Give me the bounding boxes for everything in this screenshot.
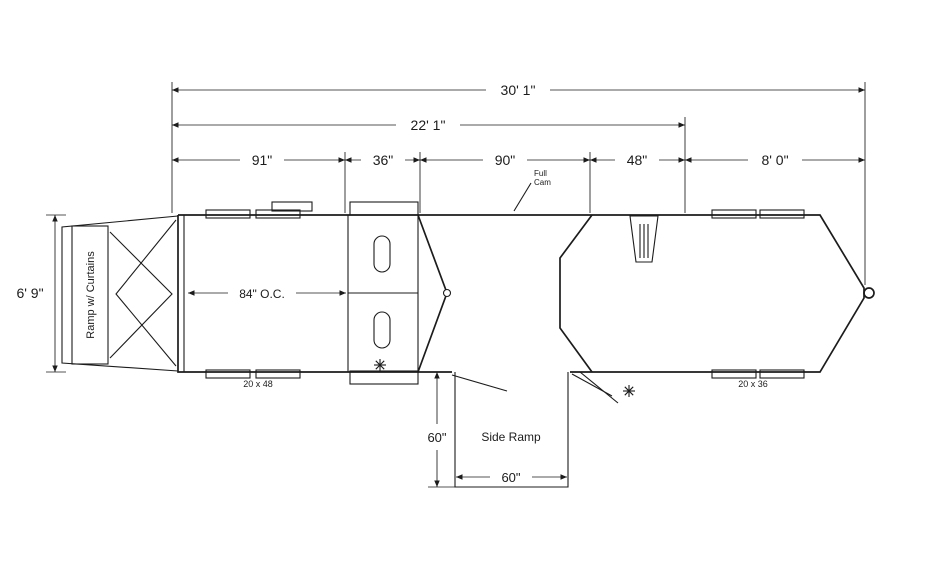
dimension-lines (52, 87, 865, 487)
divider-pivot (442, 288, 452, 298)
front-size-label: 20 x 36 (738, 379, 768, 389)
dim-label-overall-length: 30' 1" (501, 82, 536, 98)
camera-label-line1: Full (534, 169, 547, 178)
stall-front-v-wall (417, 214, 448, 373)
roof-vent (271, 201, 313, 212)
rear-ramp-fold-line (115, 219, 177, 367)
feature-labels: Ramp w/ Curtains Side Ramp Full Cam 20 x… (85, 169, 768, 444)
saddle-rack (629, 215, 659, 263)
dim-label-front: 48" (627, 152, 648, 168)
side-door-swing (451, 374, 508, 392)
dimension-labels: 30' 1" 22' 1" 91" 36" 90" 48" 8' 0" 6' 9… (16, 82, 788, 485)
dome-light-icon (374, 359, 386, 371)
rear-ramp-label: Ramp w/ Curtains (85, 251, 97, 339)
trailer-body (177, 214, 875, 373)
interior (183, 182, 659, 404)
roof-vent (255, 209, 301, 219)
camera-leader-line (513, 182, 532, 212)
manger-top (373, 235, 391, 273)
dim-label-floor-length: 22' 1" (411, 117, 446, 133)
dim-label-stall-centers: 84" O.C. (239, 287, 285, 301)
dim-label-width: 6' 9" (16, 285, 43, 301)
side-door-swing (579, 371, 619, 404)
side-ramp-label: Side Ramp (481, 430, 541, 444)
running-board (711, 209, 757, 219)
manger-access-door-bottom (349, 370, 419, 385)
dim-label-ramp-width: 60" (501, 470, 520, 485)
dim-label-ramp-height: 60" (427, 430, 446, 445)
manger-access-door-top (349, 201, 419, 216)
coupler-icon (863, 287, 875, 299)
rear-ramp (61, 215, 179, 372)
running-board (205, 369, 251, 379)
label-backgrounds (228, 82, 802, 485)
rear-ramp-outline (61, 215, 179, 372)
rear-ramp-fold-line (109, 231, 173, 359)
side-ramp-outline (454, 372, 569, 488)
body-fixtures (205, 201, 805, 385)
running-board (255, 369, 301, 379)
side-ramp (454, 372, 569, 488)
manger-bottom (373, 311, 391, 349)
roof-vent (205, 209, 251, 219)
rear-ramp-curtain-box (71, 225, 109, 365)
camera-label-line2: Cam (534, 178, 551, 187)
dome-lights (374, 359, 635, 397)
running-board (711, 369, 757, 379)
running-board (759, 209, 805, 219)
dim-label-nose: 8' 0" (761, 152, 788, 168)
running-board (759, 369, 805, 379)
dim-label-manger: 36" (373, 152, 394, 168)
dome-light-icon (623, 385, 635, 397)
dress-wall (559, 214, 593, 373)
rear-size-label: 20 x 48 (243, 379, 273, 389)
dim-label-rear-stall: 91" (252, 152, 273, 168)
dim-label-mid: 90" (495, 152, 516, 168)
